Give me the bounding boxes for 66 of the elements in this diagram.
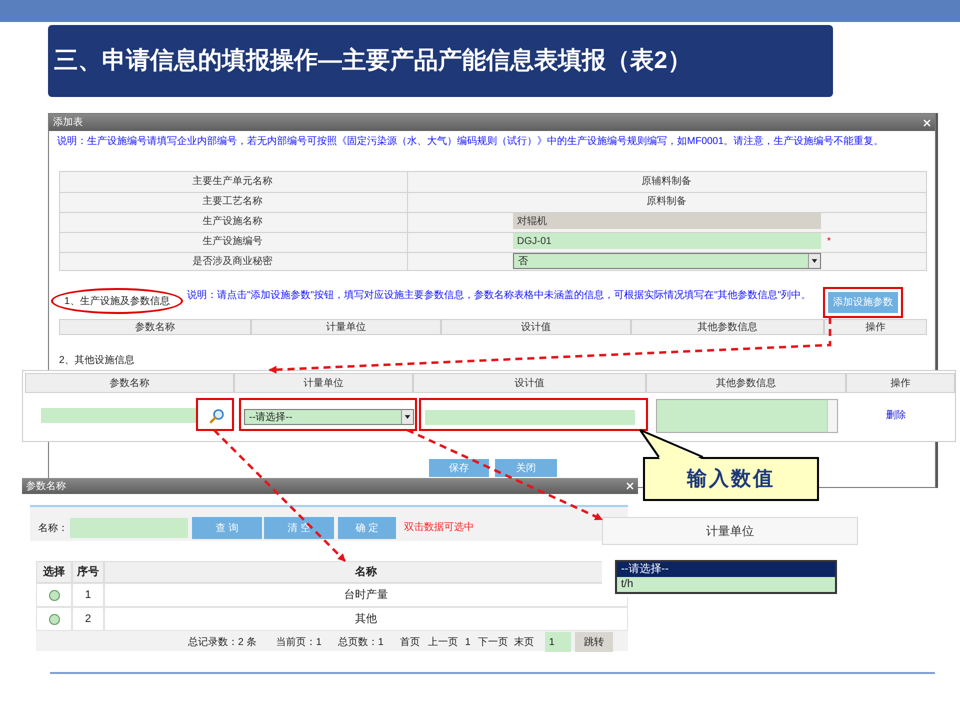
form-label: 是否涉及商业秘密 bbox=[192, 254, 274, 268]
pagination-text: 总记录数：2 条 bbox=[188, 636, 258, 650]
table-header-cell: 选择 bbox=[36, 561, 72, 583]
table-header-cell: 参数名称 bbox=[25, 373, 234, 393]
table-header-cell: 参数名称 bbox=[59, 319, 251, 335]
action-button: 关闭 bbox=[495, 459, 557, 477]
table-header-cell: 设计值 bbox=[413, 373, 646, 393]
column-header: 名称 bbox=[355, 564, 377, 580]
selected-option: --请选择-- bbox=[617, 562, 835, 577]
pagination-text: 总页数：1 bbox=[338, 636, 385, 650]
form-label: 主要生产单元名称 bbox=[192, 174, 274, 188]
table-header-cell: 其他参数信息 bbox=[646, 373, 846, 393]
hint-text: 双击数据可选中 bbox=[404, 520, 475, 534]
pagination-text: 下一页 bbox=[478, 636, 509, 650]
table-cell: 1 bbox=[72, 583, 104, 607]
pagination-text: 上一页 bbox=[428, 636, 459, 650]
dialog-title: 参数名称 bbox=[26, 480, 66, 494]
select-field: 否 bbox=[513, 253, 821, 269]
pagination-text: 首页 bbox=[400, 636, 421, 650]
section-heading: 1、生产设施及参数信息 bbox=[64, 294, 170, 308]
window-title: 添加表 bbox=[53, 116, 83, 130]
instruction-note: 说明：请点击"添加设施参数"按钮，填写对应设施主要参数信息，参数名称表格中未涵盖的信息，可根据实际情况填写在"其他参数信息"列中。 bbox=[187, 289, 812, 303]
page-input-field: 1 bbox=[545, 632, 571, 652]
table-header-cell: 计量单位 bbox=[234, 373, 413, 393]
highlight-frame bbox=[196, 398, 234, 431]
form-label: 生产设施编号 bbox=[202, 234, 264, 248]
pagination-text: 当前页：1 bbox=[276, 636, 323, 650]
arrow bbox=[268, 317, 832, 374]
table-header-cell: 操作 bbox=[846, 373, 955, 393]
form-label: 主要工艺名称 bbox=[202, 194, 264, 208]
jump-button: 跳转 bbox=[575, 632, 613, 652]
input-field: DGJ-01 bbox=[513, 233, 821, 249]
form-label: 名称： bbox=[38, 522, 69, 536]
instruction-note: 说明：生产设施编号请填写企业内部编号，若无内部编号可按照《固定污染源（水、大气）编码规则（试行）》中的生产设施编号规则编写，如MF0001。请注意，生产设施编号不能重复。 bbox=[57, 135, 885, 149]
table-header-cell: 序号 bbox=[72, 561, 104, 583]
highlighted-button bbox=[823, 287, 903, 318]
form-label: 原料制备 bbox=[646, 194, 688, 208]
arrow bbox=[213, 429, 346, 562]
table-cell: 其他 bbox=[104, 607, 628, 631]
highlight-frame bbox=[239, 398, 417, 431]
pagination-text: 1 bbox=[465, 636, 472, 650]
form-label: 生产设施名称 bbox=[202, 214, 264, 228]
arrow bbox=[406, 428, 603, 521]
button-label: 添加设施参数 bbox=[833, 296, 893, 310]
select-field: --请选择-- bbox=[244, 409, 414, 425]
table-header-cell: 其他参数信息 bbox=[631, 319, 824, 335]
action-button: 查 询 bbox=[192, 517, 262, 539]
pagination-text: 末页 bbox=[514, 636, 535, 650]
highlight-frame bbox=[419, 398, 648, 431]
table-header-cell: 计量单位 bbox=[251, 319, 441, 335]
callout-text: 输入数值 bbox=[687, 467, 775, 492]
form-label: 原辅料制备 bbox=[640, 174, 692, 188]
readonly-field: 对辊机 bbox=[513, 213, 821, 229]
table-header-cell: 操作 bbox=[824, 319, 927, 335]
list-option: t/h bbox=[617, 577, 835, 592]
slide-title: 三、申请信息的填报操作—主要产品产能信息表填报（表2） bbox=[54, 46, 692, 76]
highlight-ellipse bbox=[51, 288, 183, 314]
action-button: 确 定 bbox=[338, 517, 396, 539]
column-header: 计量单位 bbox=[706, 523, 754, 540]
required-mark: * bbox=[827, 234, 832, 248]
table-header-cell: 设计值 bbox=[441, 319, 631, 335]
delete-link: 删除 bbox=[885, 408, 907, 422]
form-label: 2、其他设施信息 bbox=[59, 354, 136, 368]
action-button: 保存 bbox=[429, 459, 489, 477]
dropdown-popup bbox=[602, 517, 860, 597]
table-cell: 2 bbox=[72, 607, 104, 631]
